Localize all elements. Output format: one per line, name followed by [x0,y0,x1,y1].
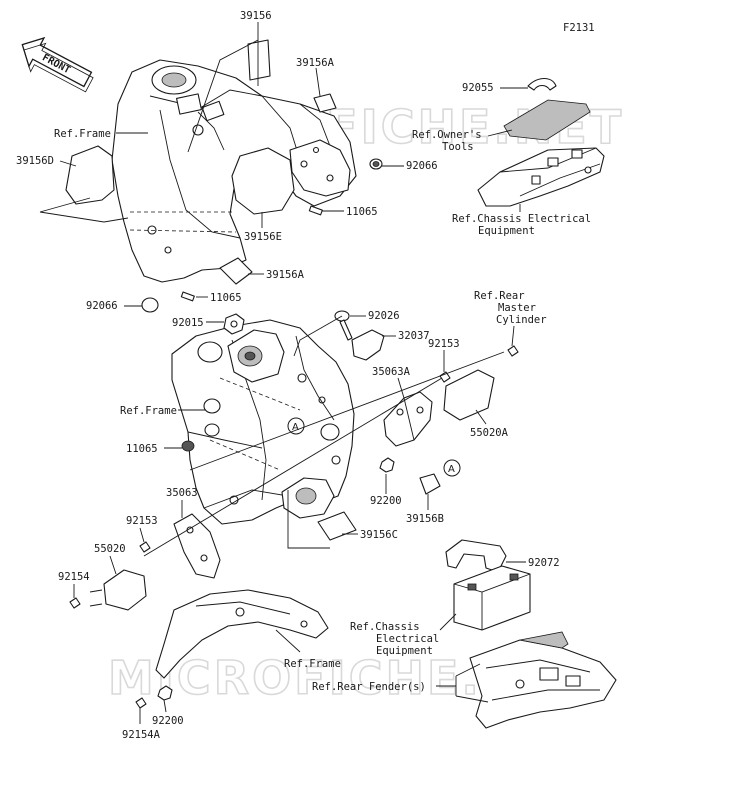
part-39156d-cover[interactable] [65,145,115,205]
part-92200-mid-washer[interactable] [379,457,395,473]
part-39156e-cover[interactable] [231,147,295,215]
leader-lines [39,22,528,724]
label-92072[interactable]: 92072 [528,557,560,569]
label-11065-top[interactable]: 11065 [346,206,378,218]
label-39156b[interactable]: 39156B [406,513,444,525]
label-ref-chassis-top-line1[interactable]: Ref.Chassis Electrical [452,213,591,225]
label-ref-rear-master-line2[interactable]: Master [498,302,536,314]
label-39156[interactable]: 39156 [240,10,272,22]
label-39156a-top[interactable]: 39156A [296,57,335,69]
label-ref-rear-fender[interactable]: Ref.Rear Fender(s) [312,681,426,693]
callout-a-bracket: A [443,459,461,477]
label-ref-owners-tools-line1[interactable]: Ref.Owner's [412,129,482,141]
label-ref-chassis-low-line2[interactable]: Electrical [376,633,439,645]
label-ref-frame-mid[interactable]: Ref.Frame [120,405,177,417]
label-ref-chassis-top-line2[interactable]: Equipment [478,225,535,237]
chassis-electrical-tray-top [477,147,605,207]
rear-frame-assembly [155,589,329,679]
label-92153-right[interactable]: 92153 [428,338,460,350]
part-92015-nut[interactable] [223,313,245,335]
part-55020a-plate[interactable] [443,369,495,421]
label-92066-left[interactable]: 92066 [86,300,118,312]
part-35063-stay[interactable] [173,513,221,579]
part-11065-low-grommet[interactable] [181,440,195,452]
front-arrow-icon: FRONT [21,36,94,93]
part-35063a-stay[interactable] [383,391,433,447]
label-92055[interactable]: 92055 [462,82,494,94]
owners-tools-bag [503,99,591,141]
label-32037[interactable]: 32037 [398,330,430,342]
rear-master-cylinder-bolt [507,345,519,357]
label-ref-rear-master-line3[interactable]: Cylinder [496,314,547,326]
part-39156b-pad[interactable] [419,473,441,495]
svg-text:A: A [448,464,455,475]
part-11065-mid-clip[interactable] [180,291,195,302]
part-11065-top-clip[interactable] [308,205,323,216]
part-92072-battery-strap[interactable] [445,539,507,573]
callout-a-frame: A [287,417,305,435]
part-92055-strap[interactable] [527,77,557,91]
label-ref-chassis-low-line1[interactable]: Ref.Chassis [350,621,420,633]
label-92154a[interactable]: 92154A [122,729,161,741]
main-frame-assembly [171,319,355,525]
label-55020a[interactable]: 55020A [470,427,509,439]
label-ref-frame-low[interactable]: Ref.Frame [284,658,341,670]
label-92066-top[interactable]: 92066 [406,160,438,172]
label-55020[interactable]: 55020 [94,543,126,555]
label-39156c[interactable]: 39156C [360,529,398,541]
part-92154-bolt[interactable] [69,597,81,609]
chassis-electrical-battery [453,565,531,631]
part-92200-low-washer[interactable] [157,685,173,701]
label-39156a-mid[interactable]: 39156A [266,269,305,281]
label-11065-mid[interactable]: 11065 [210,292,242,304]
label-92026[interactable]: 92026 [368,310,400,322]
part-labels: 39156 39156A Ref.Frame 39156D 92066 1106… [16,10,591,741]
part-92153-left-bolt[interactable] [139,541,151,553]
part-92153-right-bolt[interactable] [439,371,451,383]
part-92154a-bolt[interactable] [135,697,147,709]
label-92200-low[interactable]: 92200 [152,715,184,727]
label-ref-rear-master-line1[interactable]: Ref.Rear [474,290,525,302]
label-92153-left[interactable]: 92153 [126,515,158,527]
part-39156-cover[interactable] [247,39,271,81]
part-92066-left-grommet[interactable] [141,297,159,313]
svg-text:A: A [292,422,299,433]
part-39156c-pad[interactable] [317,511,357,541]
label-35063a[interactable]: 35063A [372,366,411,378]
part-32037-bracket[interactable] [351,329,385,361]
label-92200-mid[interactable]: 92200 [370,495,402,507]
label-ref-chassis-low-line3[interactable]: Equipment [376,645,433,657]
label-92154[interactable]: 92154 [58,571,90,583]
label-ref-owners-tools-line2[interactable]: Tools [442,141,474,153]
label-92015[interactable]: 92015 [172,317,204,329]
part-39156a-top-pad[interactable] [313,93,337,113]
label-11065-low[interactable]: 11065 [126,443,158,455]
part-55020-plate[interactable] [103,569,147,611]
part-92026-bolt[interactable] [334,310,353,341]
rear-fender-assembly [469,631,617,729]
label-39156e[interactable]: 39156E [244,231,282,243]
label-39156d[interactable]: 39156D [16,155,54,167]
part-92066-top-grommet[interactable] [369,158,383,170]
label-35063[interactable]: 35063 [166,487,198,499]
label-ref-frame-top[interactable]: Ref.Frame [54,128,111,140]
part-39156a-mid-pad[interactable] [219,257,253,285]
figure-code: F2131 [563,22,595,34]
